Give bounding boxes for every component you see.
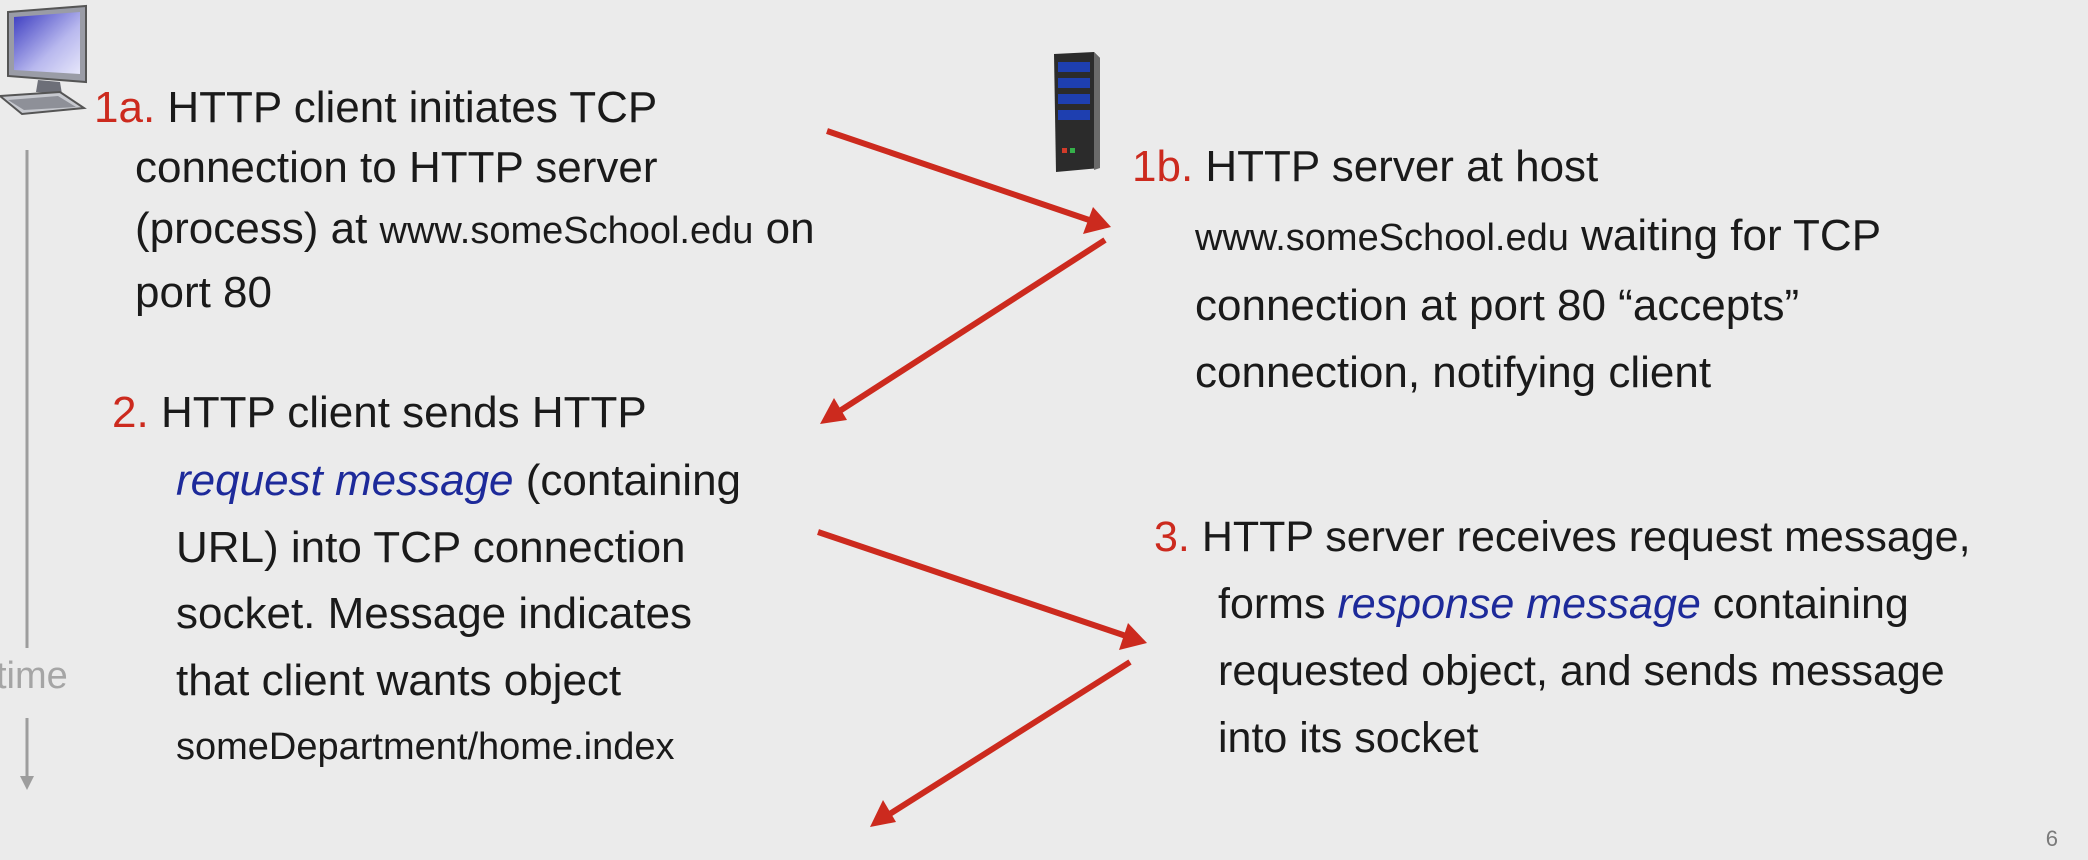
step-1a-number: 1a. [94,83,156,132]
step-3: 3. HTTP server receives request message, [1154,504,1971,570]
step-2-line4: socket. Message indicates [176,589,693,638]
step-1b-text-1: HTTP server at host [1205,142,1599,191]
step-1b-number: 1b. [1132,142,1194,191]
response-message-term: response message [1337,580,1701,628]
step-1a-line3: (process) at www.someSchool.edu on [135,198,815,262]
step-1b-line3: connection at port 80 “accepts” [1195,281,1800,330]
step-1a-line3-pre: (process) at [135,204,368,253]
step-3-line2-post: containing [1712,580,1909,628]
arrow-3-out [870,659,1132,827]
step-3-text-1: HTTP server receives request message, [1201,513,1971,561]
step-3-number: 3. [1154,513,1190,561]
step-1b-line2-post: waiting for TCP [1581,211,1882,260]
step-3-body: forms response message containing reques… [1218,571,1945,772]
time-label: time [0,655,68,697]
step-2: 2. HTTP client sends HTTP [112,380,647,446]
step-1a-host: www.someSchool.edu [379,210,754,252]
step-1b-body: www.someSchool.edu waiting for TCP conne… [1195,202,1881,406]
arrow-1a-to-1b [826,128,1111,234]
server-tower-icon [1054,52,1100,172]
step-1a: 1a. HTTP client initiates TCP [94,75,657,141]
step-3-line1: 3. HTTP server receives request message, [1154,504,1971,570]
step-1b-host: www.someSchool.edu [1195,217,1569,259]
step-1b: 1b. HTTP server at host [1132,134,1598,200]
desktop-computer-icon [0,4,87,116]
step-3-line3: requested object, and sends message [1218,647,1945,695]
arrow-2-to-3 [817,529,1147,650]
step-2-line5: that client wants object [176,655,622,705]
step-1a-line3-post: on [765,204,815,253]
step-1b-line1: 1b. HTTP server at host [1132,134,1598,200]
step-2-line6: someDepartment/home.index [176,726,675,768]
step-2-number: 2. [112,388,149,437]
step-1a-line2: connection to HTTP server [135,143,658,192]
step-1b-line4: connection, notifying client [1195,348,1712,397]
step-3-line4: into its socket [1218,714,1479,762]
step-2-line1: 2. HTTP client sends HTTP [112,380,647,446]
step-1a-line1: 1a. HTTP client initiates TCP [94,75,657,141]
step-2-line3: URL) into TCP connection [176,522,686,572]
request-message-term: request message [176,456,514,505]
arrow-1b-to-2 [820,237,1107,424]
step-1a-line4: port 80 [135,268,272,317]
step-3-line2-pre: forms [1218,580,1326,628]
step-3-line2: forms response message containing [1218,571,1945,638]
slide-number: 6 [2045,826,2058,851]
step-2-body: request message (containing URL) into TC… [176,448,741,781]
step-1a-body: connection to HTTP server (process) at w… [135,137,815,323]
step-1a-text-1: HTTP client initiates TCP [167,83,658,132]
step-2-line2-post: (containing [525,456,742,505]
step-2-line2: request message (containing [176,448,741,515]
step-1b-line2: www.someSchool.edu waiting for TCP [1195,202,1881,272]
step-2-text-1: HTTP client sends HTTP [160,388,647,437]
